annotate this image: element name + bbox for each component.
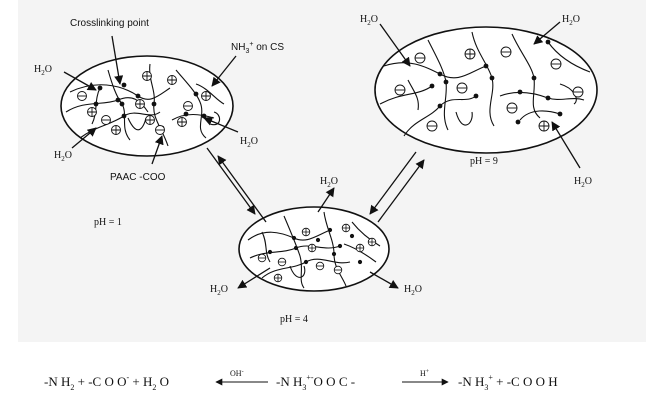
equation-zwitterion: -N H3+-O O C - xyxy=(276,373,355,392)
label-crosslinking-point: Crosslinking point xyxy=(70,18,149,29)
label-paac-coo: PAAC -COO xyxy=(110,172,166,183)
water-arrows xyxy=(63,21,581,289)
reaction-equation: -N H2 + -C O O- + H2 O OH- -N H3+-O O C … xyxy=(44,369,558,392)
water-label: H2O xyxy=(574,176,592,189)
gel-ph4 xyxy=(238,206,390,292)
water-label: H2O xyxy=(360,14,378,27)
arrow-base: OH- xyxy=(215,369,268,386)
equation-reactants: -N H2 + -C O O- + H2 O xyxy=(44,373,169,392)
water-label: H2O xyxy=(210,284,228,297)
water-label: H2O xyxy=(320,176,338,189)
gel-ph9 xyxy=(374,26,598,154)
label-nh3-on-cs: NH3+ on CS xyxy=(231,41,284,55)
water-label: H2O xyxy=(54,150,72,163)
water-label: H2O xyxy=(34,64,52,77)
arrow-acid-label: H+ xyxy=(420,369,430,378)
label-ph1: pH = 1 xyxy=(94,217,122,228)
label-ph9: pH = 9 xyxy=(470,156,498,167)
water-labels: H2O H2O H2O H2O H2O H2O H2O H2O H2O xyxy=(34,14,592,297)
arrow-acid: H+ xyxy=(402,369,449,386)
label-ph4: pH = 4 xyxy=(280,314,308,325)
water-label: H2O xyxy=(240,136,258,149)
water-label: H2O xyxy=(562,14,580,27)
arrow-base-label: OH- xyxy=(230,369,244,378)
equation-products: -N H3+ + -C O O H xyxy=(458,373,558,392)
water-label: H2O xyxy=(404,284,422,297)
equilibrium-arrows xyxy=(206,147,425,223)
gel-ph1 xyxy=(60,55,234,157)
